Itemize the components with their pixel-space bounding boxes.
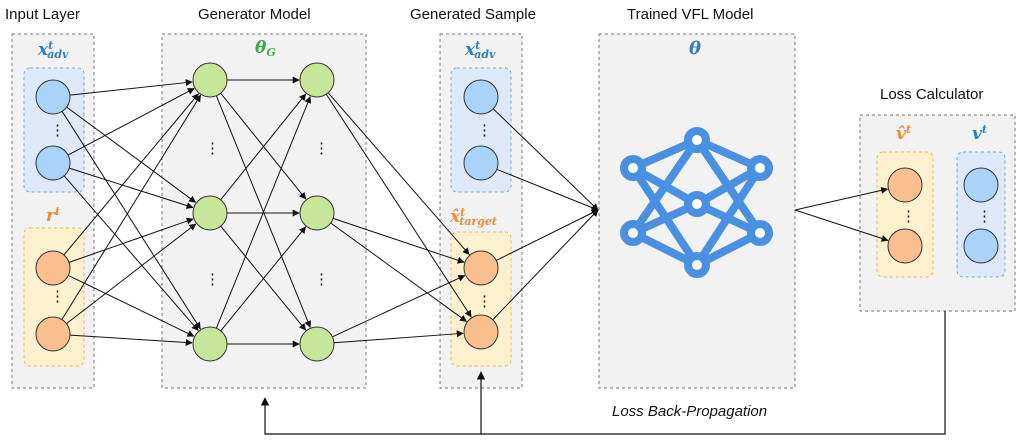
input-r-node: [35, 316, 71, 352]
ellipsis-generated-adv: ⋮: [477, 122, 492, 139]
generator-hidden2-node: [299, 62, 335, 98]
v-hat-symbol: v̂t: [896, 123, 911, 144]
generated-adv-node: [463, 79, 499, 115]
prediction-node: [887, 228, 923, 264]
edge-input-to-hidden1: [66, 106, 197, 203]
edge-input-to-hidden1: [68, 217, 194, 263]
input-r-node: [35, 250, 71, 286]
ground-truth-node: [963, 167, 999, 203]
ground-truth-node: [963, 228, 999, 264]
ellipsis-loss-vhat: ⋮: [901, 208, 916, 225]
edge-input-to-hidden1: [67, 87, 195, 156]
edge-hidden1-to-hidden2: [220, 226, 307, 332]
backprop-label: Loss Back-Propagation: [612, 403, 768, 420]
input-adv-node: [35, 145, 71, 181]
r-input-symbol: rt: [46, 205, 61, 226]
edge-input-to-hidden1: [68, 274, 195, 337]
edge-sample-to-vfl: [492, 209, 599, 321]
backprop-line: [260, 311, 946, 435]
edge-input-to-hidden1: [66, 223, 197, 325]
edge-input-to-hidden1: [69, 167, 194, 209]
edge-hidden2-to-output: [330, 222, 467, 322]
network-nodes: [35, 62, 999, 362]
edge-sample-to-vfl: [492, 108, 599, 211]
edge-input-to-hidden1: [69, 79, 193, 96]
x-target-symbol: x̂ttarget: [450, 206, 498, 228]
vfl-model-title: Trained VFL Model: [627, 6, 754, 23]
edge-hidden2-to-output: [333, 330, 464, 344]
neural-network-icon: [620, 127, 773, 278]
v-symbol: vt: [972, 123, 987, 144]
ellipsis-gen-l2-top: ⋮: [314, 140, 329, 157]
network-edges: [61, 76, 889, 348]
edge-input-to-hidden1: [63, 175, 199, 331]
ellipsis-input-adv: ⋮: [50, 122, 65, 139]
edge-vfl-to-prediction: [794, 209, 889, 242]
edge-input-to-hidden1: [63, 93, 199, 256]
input-layer-title: Input Layer: [5, 6, 81, 23]
edge-input-to-hidden1: [69, 334, 193, 346]
prediction-node: [887, 167, 923, 203]
loss-calculator-title: Loss Calculator: [880, 86, 984, 103]
input-adv-node: [35, 79, 71, 115]
generator-hidden1-node: [192, 326, 228, 362]
generated-adv-node: [463, 145, 499, 181]
generated-target-node: [463, 314, 499, 350]
edge-sample-to-vfl: [496, 209, 599, 261]
ellipsis-gen-l1-bottom: ⋮: [205, 271, 220, 288]
edge-hidden1-to-hidden2: [215, 96, 312, 329]
generator-model-title: Generator Model: [198, 6, 311, 23]
edge-hidden2-to-output: [325, 93, 472, 318]
edge-input-to-hidden1: [61, 111, 201, 330]
edge-hidden2-to-output: [327, 92, 470, 255]
generator-hidden2-node: [299, 195, 335, 231]
edge-input-to-hidden1: [61, 94, 201, 320]
edge-hidden2-to-output: [332, 275, 466, 338]
edge-vfl-to-prediction: [794, 186, 889, 211]
theta-symbol: θ: [689, 38, 702, 59]
theta-g-symbol: θG: [255, 38, 276, 59]
edge-hidden1-to-hidden2: [220, 93, 307, 201]
generated-sample-title: Generated Sample: [410, 6, 536, 23]
generated-target-node: [463, 250, 499, 286]
generator-hidden1-node: [192, 62, 228, 98]
ellipsis-gen-l1-top: ⋮: [205, 140, 220, 157]
generator-hidden2-node: [299, 326, 335, 362]
edge-sample-to-vfl: [496, 168, 599, 211]
ellipsis-input-r: ⋮: [50, 288, 65, 305]
generator-hidden1-node: [192, 195, 228, 231]
edge-hidden2-to-output: [332, 217, 465, 264]
x-adv-generated-symbol: xtadv: [465, 39, 496, 61]
ellipsis-loss-v: ⋮: [977, 208, 992, 225]
x-adv-input-symbol: xtadv: [38, 39, 69, 61]
ellipsis-generated-target: ⋮: [477, 293, 492, 310]
ellipsis-gen-l2-bottom: ⋮: [314, 271, 329, 288]
